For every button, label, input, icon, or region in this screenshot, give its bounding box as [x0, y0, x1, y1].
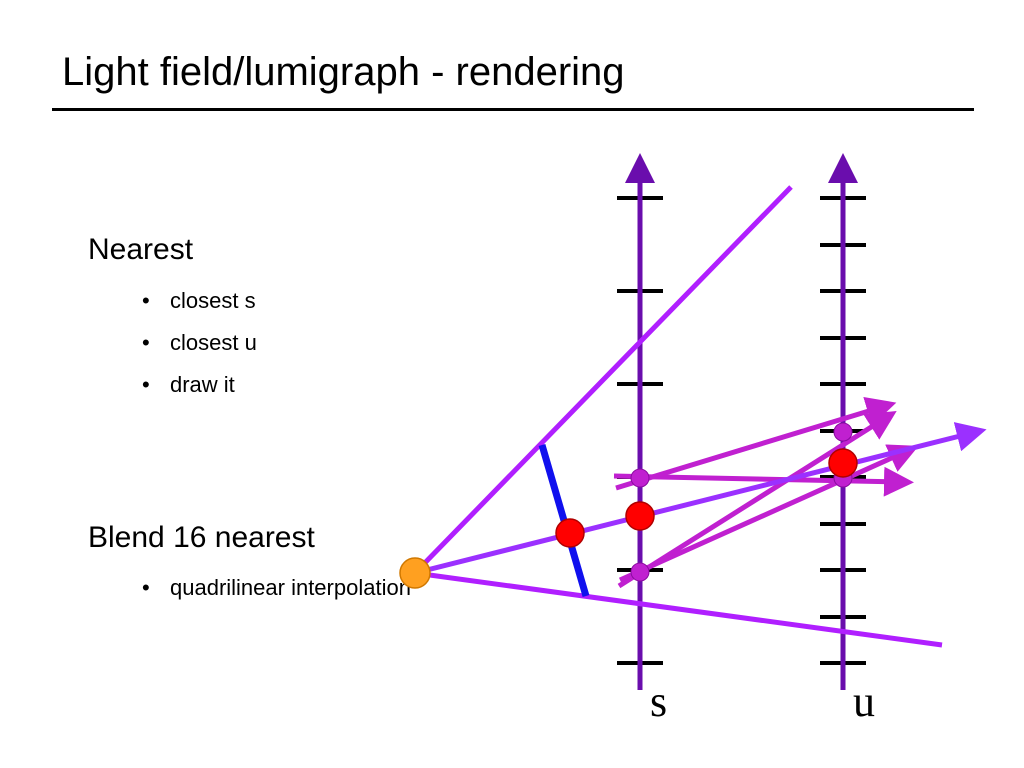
viewing-ray — [414, 422, 987, 576]
section-heading-blend: Blend 16 nearest — [88, 521, 315, 554]
bullet-item: • closest u — [142, 328, 257, 370]
bullet-text: closest u — [170, 330, 257, 355]
nearest-intersections — [555, 448, 858, 548]
bullet-dot: • — [142, 330, 150, 355]
s-plane-intersection — [625, 501, 655, 531]
bullet-text: draw it — [170, 372, 235, 397]
bullet-item: • draw it — [142, 370, 257, 412]
u-plane-intersection — [828, 448, 858, 478]
u-sample-point — [833, 422, 853, 442]
frustum-upper-ray — [413, 185, 793, 575]
s-axis-label: s — [650, 677, 667, 726]
bullet-list-nearest: • closest s • closest u • draw it — [142, 286, 257, 412]
bullet-dot: • — [142, 575, 150, 600]
frustum-lower-ray — [414, 570, 943, 648]
s-sample-point — [630, 562, 650, 582]
interpolation-rays — [613, 397, 919, 589]
bullet-text: quadrilinear interpolation — [170, 575, 411, 600]
camera-point — [399, 557, 431, 589]
s-sample-point — [630, 468, 650, 488]
section-heading-nearest: Nearest — [88, 233, 194, 266]
image-plane-intersection — [555, 518, 585, 548]
u-axis-label: u — [853, 677, 875, 726]
bullet-list-blend: • quadrilinear interpolation — [142, 573, 411, 615]
bullet-item: • quadrilinear interpolation — [142, 573, 411, 615]
bullet-dot: • — [142, 372, 150, 397]
bullet-dot: • — [142, 288, 150, 313]
title-divider — [52, 108, 974, 111]
bullet-text: closest s — [170, 288, 256, 313]
slide-title: Light field/lumigraph - rendering — [62, 50, 625, 94]
interp-ray — [618, 444, 919, 583]
bullet-item: • closest s — [142, 286, 257, 328]
